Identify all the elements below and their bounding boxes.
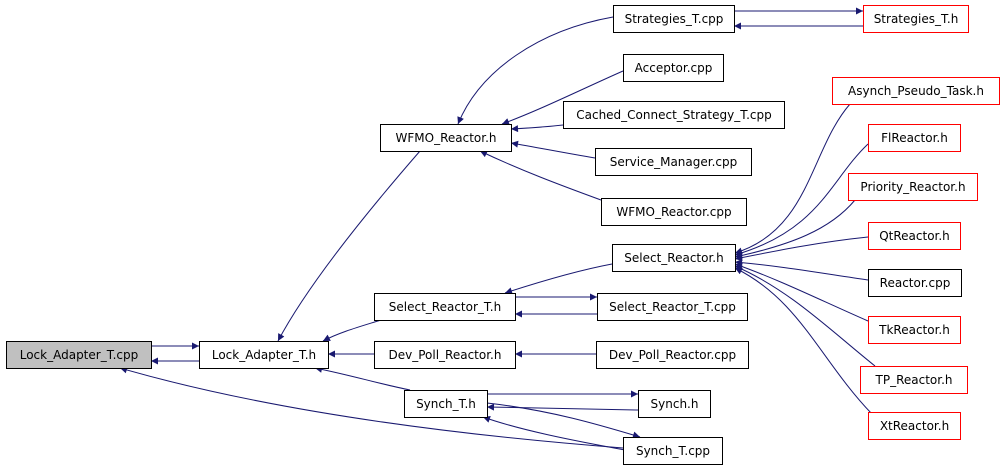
node-wfmo-reactor-h[interactable]: WFMO_Reactor.h [380, 124, 512, 152]
node-lock-adapter-t-cpp: Lock_Adapter_T.cpp [6, 341, 152, 369]
node-box [868, 269, 962, 297]
edge-tkreactor_h-to-select_reactor_h [734, 263, 869, 322]
node-box [868, 412, 961, 440]
edge-flreactor_h-to-select_reactor_h [734, 143, 869, 257]
node-label: Asynch_Pseudo_Task.h [848, 84, 984, 98]
node-flreactor-h[interactable]: FlReactor.h [868, 124, 961, 152]
node-box [597, 293, 748, 321]
edge-synch_h-to-synch_t_h [486, 403, 639, 411]
node-box [868, 124, 961, 152]
edge-asynch_pseudo_task_h-to-select_reactor_h [734, 103, 851, 255]
node-label: Select_Reactor_T.h [389, 300, 501, 314]
node-label: Select_Reactor.h [624, 251, 723, 265]
node-box [596, 341, 749, 369]
edge-xtreactor_h-to-select_reactor_h [734, 267, 873, 415]
node-label: Lock_Adapter_T.cpp [20, 348, 139, 362]
edge-acceptor_cpp-to-wfmo_reactor_h [501, 70, 624, 125]
node-wfmo-reactor-cpp[interactable]: WFMO_Reactor.cpp [601, 198, 747, 226]
node-select-reactor-t-cpp[interactable]: Select_Reactor_T.cpp [597, 293, 748, 321]
edge-strategies_t_cpp-to-wfmo_reactor_h [457, 16, 614, 125]
node-xtreactor-h[interactable]: XtReactor.h [868, 412, 961, 440]
node-label: Cached_Connect_Strategy_T.cpp [576, 108, 772, 122]
node-box [848, 173, 978, 201]
node-strategies-t-h[interactable]: Strategies_T.h [863, 5, 969, 33]
node-priority-reactor-h[interactable]: Priority_Reactor.h [848, 173, 978, 201]
node-box [563, 101, 785, 129]
node-asynch-pseudo-task-h[interactable]: Asynch_Pseudo_Task.h [832, 77, 1000, 105]
node-select-reactor-t-h[interactable]: Select_Reactor_T.h [374, 293, 516, 321]
node-dev-poll-reactor-cpp[interactable]: Dev_Poll_Reactor.cpp [596, 341, 749, 369]
edges-layer [119, 7, 876, 451]
node-box [863, 5, 969, 33]
node-label: Reactor.cpp [880, 276, 951, 290]
edge-synch_t_h-to-lock_adapter_t_h [314, 365, 411, 391]
edge-qtreactor_h-to-select_reactor_h [734, 236, 869, 262]
node-label: QtReactor.h [879, 229, 950, 243]
edge-wfmo_reactor_cpp-to-wfmo_reactor_h [479, 150, 602, 201]
node-service-manager-cpp[interactable]: Service_Manager.cpp [595, 148, 752, 176]
edge-priority_reactor_h-to-select_reactor_h [734, 199, 856, 259]
node-box [860, 366, 968, 394]
node-label: Acceptor.cpp [635, 61, 713, 75]
node-reactor-cpp[interactable]: Reactor.cpp [868, 269, 962, 297]
node-label: Lock_Adapter_T.h [212, 348, 316, 362]
node-label: Service_Manager.cpp [610, 155, 738, 169]
edge-synch_t_cpp-to-synch_t_h [482, 416, 626, 451]
node-acceptor-cpp[interactable]: Acceptor.cpp [623, 54, 724, 82]
edge-cached_connect_strategy_t_cpp-to-wfmo_reactor_h [510, 124, 564, 133]
node-label: Select_Reactor_T.cpp [609, 300, 736, 314]
edge-select_reactor_h-to-select_reactor_t_h [504, 263, 613, 295]
edge-synch_t_h-to-synch_t_cpp [486, 402, 641, 439]
nodes-layer: Lock_Adapter_T.cpp Lock_Adapter_T.h WFMO_R… [6, 5, 1000, 465]
node-box [601, 198, 747, 226]
edge-tp_reactor_h-to-select_reactor_h [734, 265, 876, 367]
node-select-reactor-h[interactable]: Select_Reactor.h [612, 244, 736, 272]
node-lock-adapter-t-h[interactable]: Lock_Adapter_T.h [199, 341, 329, 369]
node-box [612, 244, 736, 272]
edge-select_reactor_t_h-to-lock_adapter_t_h [322, 319, 382, 342]
node-label: Strategies_T.h [874, 12, 959, 26]
node-label: TkReactor.h [878, 323, 950, 337]
node-label: Dev_Poll_Reactor.h [389, 348, 502, 362]
node-box [868, 316, 961, 344]
node-box [832, 77, 1000, 105]
node-box [380, 124, 512, 152]
edge-service_manager_cpp-to-wfmo_reactor_h [510, 140, 596, 159]
edge-synch_t_cpp-to-lock_adapter_t_cpp [119, 366, 624, 449]
node-label: WFMO_Reactor.h [396, 131, 497, 145]
node-box [6, 341, 152, 369]
node-label: Strategies_T.cpp [625, 12, 724, 26]
node-box [623, 437, 723, 465]
node-label: Synch_T.h [416, 397, 476, 411]
node-label: Synch.h [651, 397, 699, 411]
node-label: Priority_Reactor.h [860, 180, 965, 194]
node-synch-t-cpp[interactable]: Synch_T.cpp [623, 437, 723, 465]
node-synch-t-h[interactable]: Synch_T.h [404, 390, 488, 418]
node-box [613, 5, 735, 33]
edge-wfmo_reactor_h-to-lock_adapter_t_h [277, 150, 421, 342]
node-label: Synch_T.cpp [636, 444, 710, 458]
node-label: TP_Reactor.h [875, 373, 953, 387]
node-box [404, 390, 488, 418]
node-label: XtReactor.h [880, 419, 949, 433]
node-qtreactor-h[interactable]: QtReactor.h [868, 222, 961, 250]
edge-reactor_cpp-to-select_reactor_h [734, 259, 869, 281]
node-synch-h[interactable]: Synch.h [638, 390, 711, 418]
node-label: WFMO_Reactor.cpp [616, 205, 731, 219]
node-box [868, 222, 961, 250]
node-box [374, 293, 516, 321]
node-strategies-t-cpp[interactable]: Strategies_T.cpp [613, 5, 735, 33]
node-label: Dev_Poll_Reactor.cpp [609, 348, 736, 362]
node-tp-reactor-h[interactable]: TP_Reactor.h [860, 366, 968, 394]
node-box [595, 148, 752, 176]
node-cached-connect-strategy-t-cpp[interactable]: Cached_Connect_Strategy_T.cpp [563, 101, 785, 129]
node-dev-poll-reactor-h[interactable]: Dev_Poll_Reactor.h [374, 341, 516, 369]
node-box [199, 341, 329, 369]
node-box [638, 390, 711, 418]
node-box [374, 341, 516, 369]
node-label: FlReactor.h [881, 131, 948, 145]
node-box [623, 54, 724, 82]
node-tkreactor-h[interactable]: TkReactor.h [868, 316, 961, 344]
